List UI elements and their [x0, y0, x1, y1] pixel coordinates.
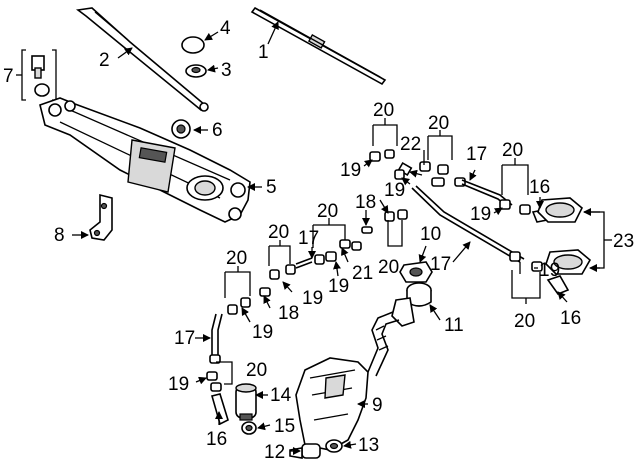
hose-connectors-lower[interactable]	[206, 371, 222, 392]
callout-19-c: 19	[470, 204, 491, 225]
washer-reservoir[interactable]	[295, 357, 369, 451]
wiper-arm[interactable]	[75, 7, 209, 112]
callout-3: 3	[221, 60, 232, 81]
hose-elbow-lower[interactable]	[211, 393, 229, 426]
hose-connectors-middle[interactable]	[227, 209, 408, 315]
grommet[interactable]	[171, 119, 191, 139]
callout-20-c: 20	[502, 140, 523, 161]
callout-11: 11	[444, 315, 464, 336]
callout-10: 10	[420, 224, 441, 245]
washer-jet-lower[interactable]	[545, 249, 592, 275]
callout-18-lower: 18	[278, 303, 299, 324]
pivot-nut[interactable]	[185, 64, 207, 78]
callout-labels: 1 2 3 4 5 6 7 8 9 10 11 12 13 14 15 16 1…	[3, 18, 634, 463]
hose-elbow-right[interactable]	[546, 275, 570, 295]
bolt-kit[interactable]	[21, 49, 57, 101]
callout-15: 15	[274, 416, 295, 437]
callout-22: 22	[400, 134, 421, 155]
callout-19-b: 19	[384, 180, 405, 201]
callout-12: 12	[264, 442, 285, 463]
callout-19-e: 19	[328, 276, 349, 297]
callout-17-upper-right: 17	[466, 144, 487, 165]
pump-grommet[interactable]	[241, 421, 257, 435]
callout-19-g: 19	[252, 322, 273, 343]
callout-6: 6	[212, 120, 223, 141]
callout-18-upper: 18	[355, 192, 376, 213]
callout-17-left: 17	[174, 328, 195, 349]
callout-16-lower-left: 16	[206, 429, 227, 450]
callout-13: 13	[358, 435, 379, 456]
callout-19-a: 19	[340, 160, 361, 181]
wiper-linkage-motor[interactable]	[39, 97, 251, 223]
washer-hose-long[interactable]	[411, 185, 543, 272]
callout-4: 4	[220, 18, 231, 39]
callout-19-h: 19	[168, 374, 189, 395]
washer-hose-upper[interactable]	[461, 179, 531, 215]
callout-21: 21	[352, 263, 373, 284]
callout-19-d: 19	[539, 260, 560, 281]
leader-lines	[16, 21, 612, 455]
callout-17-middle: 17	[430, 254, 451, 275]
mounting-bracket[interactable]	[89, 193, 113, 241]
sensor-seal[interactable]	[325, 439, 343, 453]
wiper-blade[interactable]	[250, 6, 387, 86]
callout-9: 9	[372, 395, 383, 416]
callout-7: 7	[3, 66, 14, 87]
callout-20-b: 20	[428, 113, 449, 134]
callout-20-e: 20	[268, 222, 289, 243]
washer-jet-upper[interactable]	[537, 197, 583, 223]
callout-17-center: 17	[298, 228, 319, 249]
washer-pump[interactable]	[235, 383, 257, 421]
callout-20-h: 20	[514, 311, 535, 332]
callout-20-a: 20	[373, 100, 394, 121]
filler-neck-seal[interactable]	[399, 261, 433, 283]
callout-20-d: 20	[317, 201, 338, 222]
callout-16-right: 16	[560, 308, 581, 329]
callout-8: 8	[54, 225, 65, 246]
callout-5: 5	[266, 177, 277, 198]
callout-1: 1	[258, 42, 269, 63]
reservoir-filler-cap[interactable]	[391, 282, 432, 327]
hose-connectors-upper[interactable]	[369, 149, 466, 187]
washer-hose-left[interactable]	[209, 313, 223, 364]
callout-23: 23	[613, 231, 634, 252]
callout-16-upper-right: 16	[529, 177, 550, 198]
callout-19-f: 19	[302, 288, 323, 309]
filler-tube[interactable]	[367, 311, 400, 377]
pivot-cap[interactable]	[181, 36, 205, 54]
callout-14: 14	[270, 385, 292, 406]
callout-20-f: 20	[226, 248, 247, 269]
callout-20-i: 20	[246, 360, 267, 381]
callout-20-g: 20	[378, 257, 399, 278]
callout-2: 2	[99, 50, 110, 71]
